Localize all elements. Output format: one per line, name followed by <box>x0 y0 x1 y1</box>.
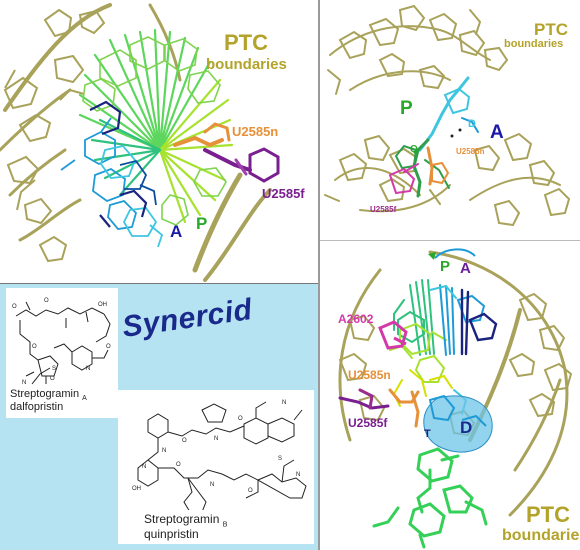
ptc-boundaries-label: boundaries <box>206 56 287 73</box>
quinupristin-structure-drawing: N O N O OH N O N O N N S <box>132 400 307 510</box>
ptc-label: PTC <box>224 30 268 55</box>
svg-text:O: O <box>106 344 111 350</box>
strepb-caption-line2: quinpristin <box>144 527 199 541</box>
u2585n-label-2: U2585n <box>456 147 485 156</box>
horizontal-divider-left <box>0 283 318 284</box>
p-site-label-2: P <box>400 98 413 119</box>
svg-text:N: N <box>22 380 26 386</box>
svg-text:N: N <box>210 482 214 488</box>
u2585f-label-3: U2585f <box>348 416 388 430</box>
vertical-divider <box>318 0 320 550</box>
p-site-label-3: P <box>440 258 451 275</box>
strepb-caption-line1: Streptogramin B <box>144 512 227 528</box>
ptc-boundaries-label-2: boundaries <box>504 38 564 50</box>
svg-text:N: N <box>282 400 286 406</box>
synercid-title: Synercid <box>120 293 255 344</box>
d-site-label-3: D <box>460 418 473 437</box>
svg-text:N: N <box>162 448 166 454</box>
svg-text:N: N <box>86 366 90 372</box>
t-site-label: T <box>424 428 431 440</box>
svg-text:OH: OH <box>132 486 141 492</box>
svg-text:O: O <box>182 438 187 444</box>
d-site-label: D <box>468 118 476 130</box>
a2602-label: A2602 <box>338 312 374 326</box>
svg-text:O: O <box>238 416 243 422</box>
svg-text:O: O <box>12 304 17 310</box>
ribosome-structure-render-2 <box>324 4 571 227</box>
svg-text:O: O <box>176 462 181 468</box>
horizontal-divider-right <box>320 240 580 241</box>
ptc-label-3: PTC <box>526 502 570 527</box>
u2585f-label: U2585f <box>262 186 305 201</box>
strepa-subscript: A <box>82 395 87 403</box>
q-site-label: Q <box>410 144 418 155</box>
panel-bottom-right-ptc-structure: P A A2602 U2585n U2585f D T PTC boundari… <box>320 240 580 550</box>
strepb-subscript: B <box>222 521 228 529</box>
a-site-label-3: A <box>460 260 471 277</box>
svg-text:N: N <box>296 472 300 478</box>
svg-text:OH: OH <box>98 302 107 308</box>
u2585n-label: U2585n <box>232 124 279 139</box>
svg-text:N: N <box>142 464 146 470</box>
svg-text:S: S <box>52 366 56 372</box>
svg-text:O: O <box>44 298 49 304</box>
svg-text:S: S <box>278 456 282 462</box>
panel-top-right-ptc-structure: PTC boundaries P A D Q U2585n U2585f <box>320 0 580 240</box>
strepa-caption-line2: dalfopristin <box>10 401 64 413</box>
strepb-name: Streptogramin <box>144 512 220 526</box>
panel-top-left-ptc-structure: PTC boundaries U2585n U2585f A P <box>0 0 318 284</box>
svg-text:N: N <box>214 436 218 442</box>
a-site-label: A <box>170 222 183 241</box>
svg-text:O: O <box>248 488 253 494</box>
ribosome-structure-render-3 <box>338 248 573 549</box>
strepa-caption-line1: Streptogramin A <box>10 388 87 402</box>
ptc-boundaries-label-3: boundaries <box>502 527 580 544</box>
svg-text:O: O <box>50 376 55 382</box>
ptc-label-2: PTC <box>534 20 568 39</box>
svg-text:O: O <box>32 344 37 350</box>
ribosome-structure-render <box>0 3 280 282</box>
streptogramin-b-card: N O N O OH N O N O N N S Streptogramin B quinpri… <box>118 390 314 544</box>
u2585f-label-2: U2585f <box>370 205 397 214</box>
a-site-label-2: A <box>490 122 504 143</box>
u2585n-label-3: U2585n <box>348 368 391 382</box>
p-site-label: P <box>196 214 208 233</box>
strepa-name: Streptogramin <box>10 388 80 400</box>
